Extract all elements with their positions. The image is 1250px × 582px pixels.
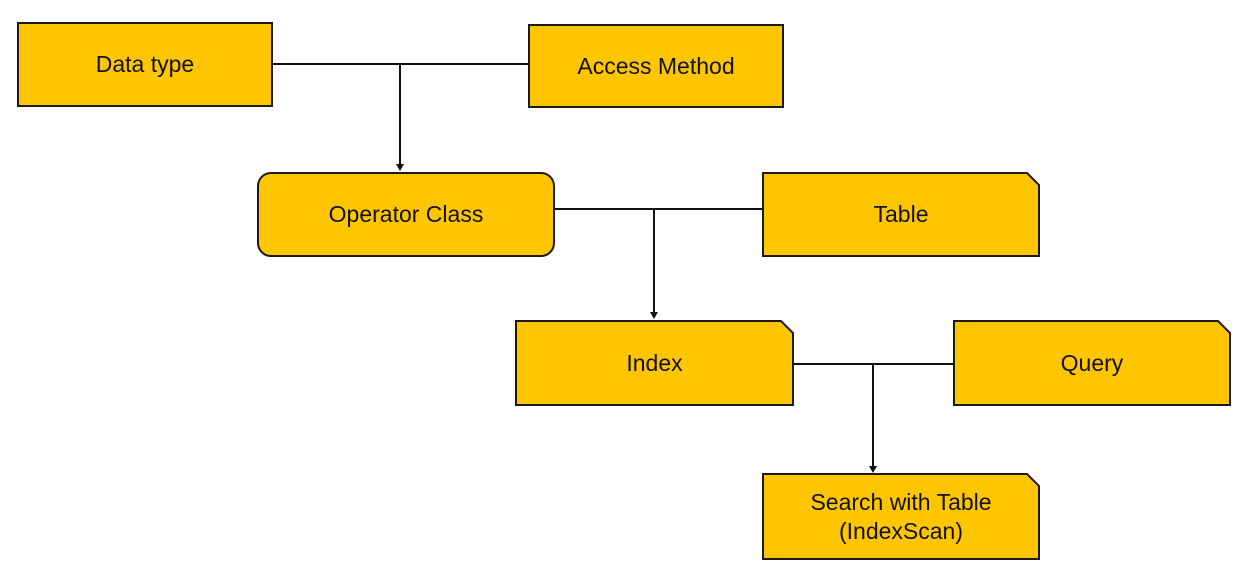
node-index-shape: [515, 320, 794, 406]
arrowhead-search: [869, 466, 877, 473]
node-table: Table: [762, 172, 1040, 257]
node-index-label: Index: [626, 349, 683, 376]
node-query-label: Query: [1060, 349, 1124, 376]
node-search-label: Search with Table (IndexScan): [810, 488, 991, 546]
arrowhead-operator-class: [396, 164, 404, 171]
node-index: Index: [515, 320, 794, 406]
node-search-label-line1: Search with Table: [810, 488, 992, 515]
node-table-label: Table: [873, 201, 929, 228]
node-table-shape: [762, 172, 1040, 257]
node-data-type: Data type: [17, 22, 273, 107]
node-query: Query: [953, 320, 1231, 406]
node-search-shape: [762, 473, 1040, 560]
node-operator-class: Operator Class: [257, 172, 555, 257]
node-data-type-label: Data type: [95, 51, 195, 78]
node-query-shape: [953, 320, 1231, 406]
node-search-with-table: Search with Table (IndexScan): [762, 473, 1040, 560]
node-operator-class-label: Operator Class: [328, 201, 484, 228]
node-search-label-line2: (IndexScan): [838, 517, 963, 544]
arrowhead-index: [650, 312, 658, 319]
node-access-method: Access Method: [528, 24, 784, 108]
node-access-method-label: Access Method: [577, 52, 735, 79]
